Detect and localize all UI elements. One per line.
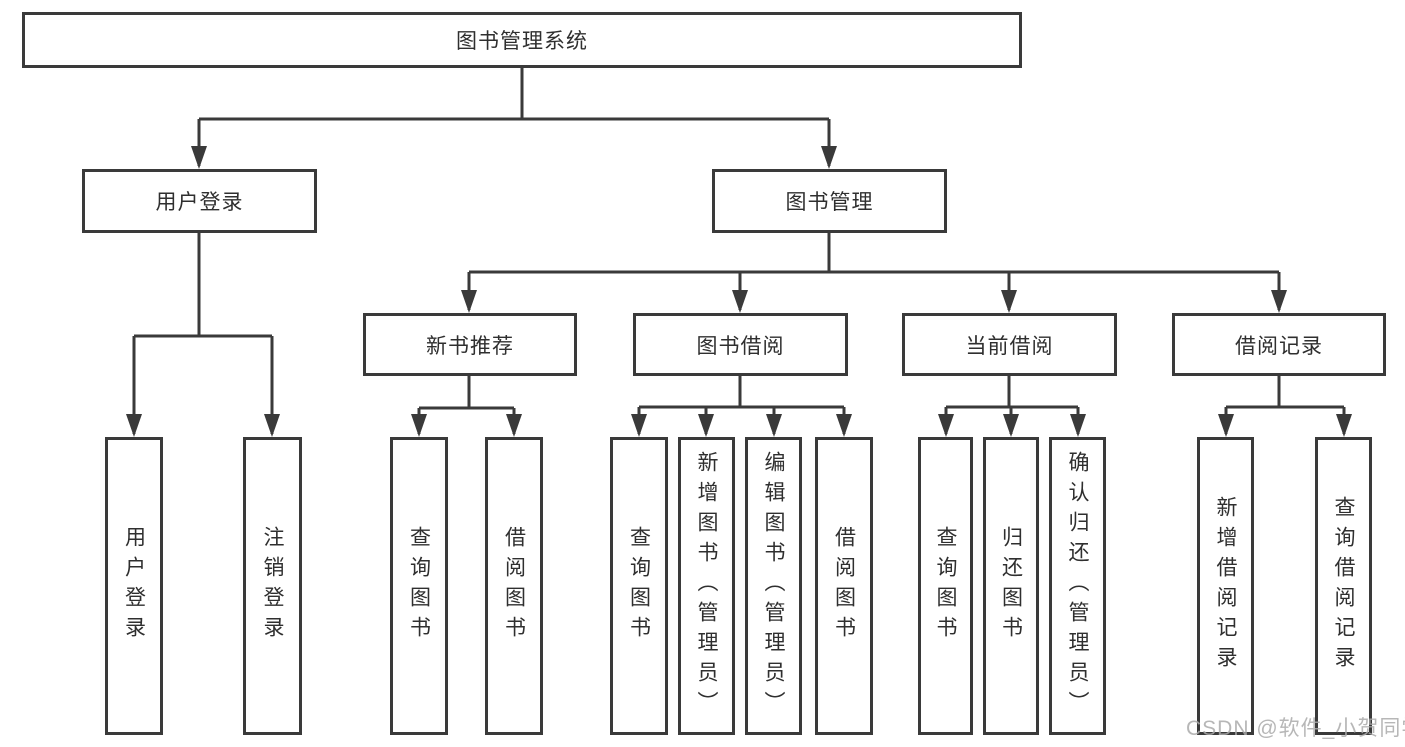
leaf-edit-book-admin: 编辑图书（管理员） [745, 437, 802, 735]
leaf-return-book: 归还图书 [983, 437, 1039, 735]
node-label: 归还图书 [999, 526, 1023, 646]
node-label: 用户登录 [122, 526, 146, 646]
node-book-borrow: 图书借阅 [633, 313, 848, 376]
node-label: 借阅图书 [502, 526, 526, 646]
leaf-borrow-book: 借阅图书 [815, 437, 873, 735]
arrowhead [732, 290, 748, 313]
leaf-logout: 注销登录 [243, 437, 302, 735]
arrowhead [1070, 414, 1086, 437]
arrowhead [461, 290, 477, 313]
node-label: 图书管理 [785, 191, 874, 214]
node-new-book-recommend: 新书推荐 [363, 313, 577, 376]
arrowhead [938, 414, 954, 437]
arrowhead [191, 146, 207, 169]
arrowhead [631, 414, 647, 437]
node-label: 查询图书 [407, 526, 431, 646]
node-label: 借阅图书 [832, 526, 856, 646]
arrowhead [698, 414, 714, 437]
arrowhead [1003, 414, 1019, 437]
csdn-watermark: CSDN @软件_小贺同学 [1186, 717, 1405, 740]
node-borrow-records: 借阅记录 [1172, 313, 1386, 376]
node-book-management: 图书管理 [712, 169, 947, 233]
node-label: 查询图书 [934, 526, 957, 646]
arrowhead [506, 414, 522, 437]
arrowhead [1336, 414, 1352, 437]
connector-path [132, 68, 1346, 434]
node-current-borrow: 当前借阅 [902, 313, 1117, 376]
node-label: 注销登录 [261, 526, 284, 646]
arrowhead [766, 414, 782, 437]
arrowhead [411, 414, 427, 437]
leaf-borrow-book: 借阅图书 [485, 437, 543, 735]
arrowhead [1001, 290, 1017, 313]
node-label: 编辑图书（管理员） [762, 451, 785, 721]
leaf-query-book: 查询图书 [610, 437, 668, 735]
arrowhead [1271, 290, 1287, 313]
node-label: 图书管理系统 [456, 30, 588, 53]
leaf-user-login: 用户登录 [105, 437, 163, 735]
leaf-confirm-return-admin: 确认归还（管理员） [1049, 437, 1106, 735]
arrowhead [821, 146, 837, 169]
arrowhead [1218, 414, 1234, 437]
arrowhead [836, 414, 852, 437]
leaf-add-book-admin: 新增图书（管理员） [678, 437, 735, 735]
leaf-query-book: 查询图书 [918, 437, 973, 735]
node-label: 图书借阅 [696, 334, 785, 358]
node-label: 新书推荐 [426, 334, 514, 358]
node-label: 查询图书 [627, 526, 651, 646]
node-label: 用户登录 [155, 191, 244, 214]
node-label: 查询借阅记录 [1332, 496, 1355, 676]
node-label: 确认归还（管理员） [1066, 451, 1089, 721]
node-user-login: 用户登录 [82, 169, 317, 233]
leaf-query-borrow-record: 查询借阅记录 [1315, 437, 1372, 735]
arrowhead [264, 414, 280, 437]
node-label: 借阅记录 [1235, 334, 1323, 358]
arrowhead [126, 414, 142, 437]
leaf-query-book: 查询图书 [390, 437, 448, 735]
node-label: 当前借阅 [965, 334, 1054, 358]
node-label: 新增借阅记录 [1214, 496, 1237, 676]
node-root-system: 图书管理系统 [22, 12, 1022, 68]
node-label: 新增图书（管理员） [695, 451, 718, 721]
leaf-add-borrow-record: 新增借阅记录 [1197, 437, 1254, 735]
